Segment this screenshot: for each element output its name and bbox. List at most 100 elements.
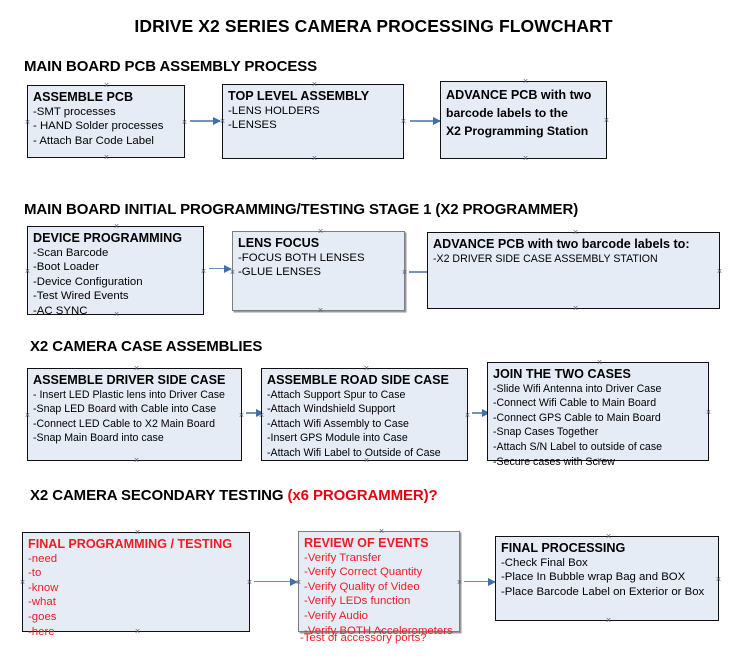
flow-box-final-processing[interactable]: FINAL PROCESSING -Check Final Box -Place… [495,536,719,621]
resize-handle-bottom[interactable] [103,154,110,161]
box-line: -Verify Audio [304,609,368,622]
resize-handle-top[interactable] [317,228,324,235]
resize-handle-top[interactable] [103,82,110,89]
arrow-assemble-pcb-to-top-level [190,116,221,125]
resize-handle-top[interactable] [133,365,140,372]
box-line: X2 Programming Station [446,124,589,138]
resize-handle-bottom[interactable] [572,305,579,312]
box-line: -what [28,596,56,609]
box-line: -Connect GPS Cable to Main Board [493,411,661,424]
resize-handle-bottom[interactable] [522,155,529,162]
box-title: TOP LEVEL ASSEMBLY [228,89,370,103]
page-title: IDRIVE X2 SERIES CAMERA PROCESSING FLOWC… [134,16,613,36]
box-line: -goes [28,610,57,623]
box-line: -know [28,581,59,594]
box-line: -Place In Bubble wrap Bag and BOX [501,571,686,584]
box-line: -Verify Transfer [304,551,382,564]
resize-handle-top[interactable] [572,229,579,236]
flow-box-review-of-events[interactable]: REVIEW OF EVENTS -Verify Transfer -Verif… [298,528,460,644]
box-line: -FOCUS BOTH LENSES [238,251,365,264]
section-heading-x2-camera-secondary-testing: X2 CAMERA SECONDARY TESTING (x6 PROGRAMM… [30,487,438,504]
box-title: LENS FOCUS [238,236,320,250]
box-line: -GLUE LENSES [238,266,321,279]
resize-handle-right[interactable] [716,268,723,275]
resize-handle-top[interactable] [113,223,120,230]
box-line: -need [28,552,58,565]
flow-box-assemble-driver-side-case[interactable]: ASSEMBLE DRIVER SIDE CASE - Insert LED P… [27,368,242,461]
section-heading-text: X2 CAMERA CASE ASSEMBLIES [30,338,263,355]
box-title: DEVICE PROGRAMMING [33,231,183,245]
box-line: -Attach Wifi Label to Outside of Case [267,446,441,459]
resize-handle-top[interactable] [134,529,141,536]
arrow-device-programming-to-lens-focus [209,263,232,274]
box-line: -Verify BOTH Accelerometers [304,624,453,637]
box-line: -Attach Windshield Support [267,403,396,416]
section-heading-text: MAIN BOARD PCB ASSEMBLY PROCESS [24,58,318,75]
section-heading-main-board-pcb-assembly: MAIN BOARD PCB ASSEMBLY PROCESS [24,58,317,75]
box-line-overflow: -Test of accessory ports? [300,632,427,644]
flow-box-device-programming[interactable]: DEVICE PROGRAMMING -Scan Barcode -Boot L… [24,223,204,317]
box-line: -Secure cases with Screw [493,455,615,468]
box-line: -Connect Wifi Cable to Main Board [493,397,657,410]
section-heading-x2-camera-case-assemblies: X2 CAMERA CASE ASSEMBLIES [30,338,262,355]
box-title: ASSEMBLE ROAD SIDE CASE [267,373,449,387]
box-line: -LENS HOLDERS [228,104,320,117]
box-line: -Snap Cases Together [493,426,599,439]
box-line: -Attach Support Spur to Case [267,388,406,401]
resize-handle-top[interactable] [311,81,318,88]
box-line: -Snap LED Board with Cable into Case [33,403,217,416]
resize-handle-bottom[interactable] [605,617,612,624]
resize-handle-top[interactable] [522,78,529,85]
box-title: FINAL PROGRAMMING / TESTING [28,537,233,551]
section-heading-accent: (x6 PROGRAMMER)? [287,487,438,504]
flow-box-join-the-two-cases[interactable]: JOIN THE TWO CASES -Slide Wifi Antenna i… [487,359,709,468]
resize-handle-left[interactable] [24,412,31,419]
box-title: REVIEW OF EVENTS [304,536,429,550]
box-line: - Attach Bar Code Label [33,134,154,147]
resize-handle-bottom[interactable] [133,457,140,464]
flow-box-final-programming-testing[interactable]: FINAL PROGRAMMING / TESTING -need -to -k… [19,529,250,638]
box-line: -Snap Main Board into case [33,432,164,445]
arrow-review-of-events-to-final-processing [464,576,496,587]
box-title: ASSEMBLE DRIVER SIDE CASE [33,373,226,387]
box-line: -SMT processes [33,105,116,118]
box-title: FINAL PROCESSING [501,541,626,555]
flow-box-top-level-assembly[interactable]: TOP LEVEL ASSEMBLY -LENS HOLDERS -LENSES [222,84,404,159]
box-line: - HAND Solder processes [33,120,164,133]
box-title: ADVANCE PCB with two [446,88,592,102]
box-line: barcode labels to the [446,106,568,120]
box-line: -Attach S/N Label to outside of case [493,440,663,453]
arrow-final-programming-to-review-of-events [254,576,298,587]
box-line: -Attach Wifi Assembly to Case [267,417,409,430]
resize-handle-left[interactable] [19,579,26,586]
flow-box-advance-pcb-to-driver-side-case[interactable]: ADVANCE PCB with two barcode labels to: … [427,232,720,309]
resize-handle-left[interactable] [24,119,31,126]
box-line: -Insert GPS Module into Case [267,432,408,445]
flow-box-assemble-road-side-case[interactable]: ASSEMBLE ROAD SIDE CASE -Attach Support … [261,368,468,461]
resize-handle-top[interactable] [363,365,370,372]
arrow-top-level-to-advance-pcb [410,116,441,125]
box-line: -Boot Loader [33,261,99,274]
resize-handle-top[interactable] [605,533,612,540]
box-line: -Place Barcode Label on Exterior or Box [501,585,705,598]
box-title: ADVANCE PCB with two barcode labels to: [433,237,690,251]
box-line: -Verify LEDs function [304,595,411,608]
resize-handle-bottom[interactable] [311,155,318,162]
section-heading-text: X2 CAMERA SECONDARY TESTING [30,487,288,504]
flow-box-lens-focus[interactable]: LENS FOCUS -FOCUS BOTH LENSES -GLUE LENS… [232,231,405,311]
box-title: ASSEMBLE PCB [33,90,134,104]
box-line: -Test Wired Events [33,290,129,303]
resize-handle-top[interactable] [596,359,603,366]
box-line: -Verify Correct Quantity [304,566,423,579]
flow-box-assemble-pcb[interactable]: ASSEMBLE PCB -SMT processes - HAND Solde… [27,85,185,158]
arrow-driver-side-to-road-side [246,408,264,417]
resize-handle-bottom[interactable] [317,307,324,314]
box-line: -Device Configuration [33,275,143,288]
box-line: -X2 DRIVER SIDE CASE ASSEMBLY STATION [433,252,658,265]
resize-handle-top[interactable] [378,528,385,535]
resize-handle-left[interactable] [24,268,31,275]
flow-box-advance-pcb-to-x2-station[interactable]: ADVANCE PCB with two barcode labels to t… [440,81,607,159]
box-title: JOIN THE TWO CASES [493,367,631,381]
box-line: -Connect LED Cable to X2 Main Board [33,417,215,430]
